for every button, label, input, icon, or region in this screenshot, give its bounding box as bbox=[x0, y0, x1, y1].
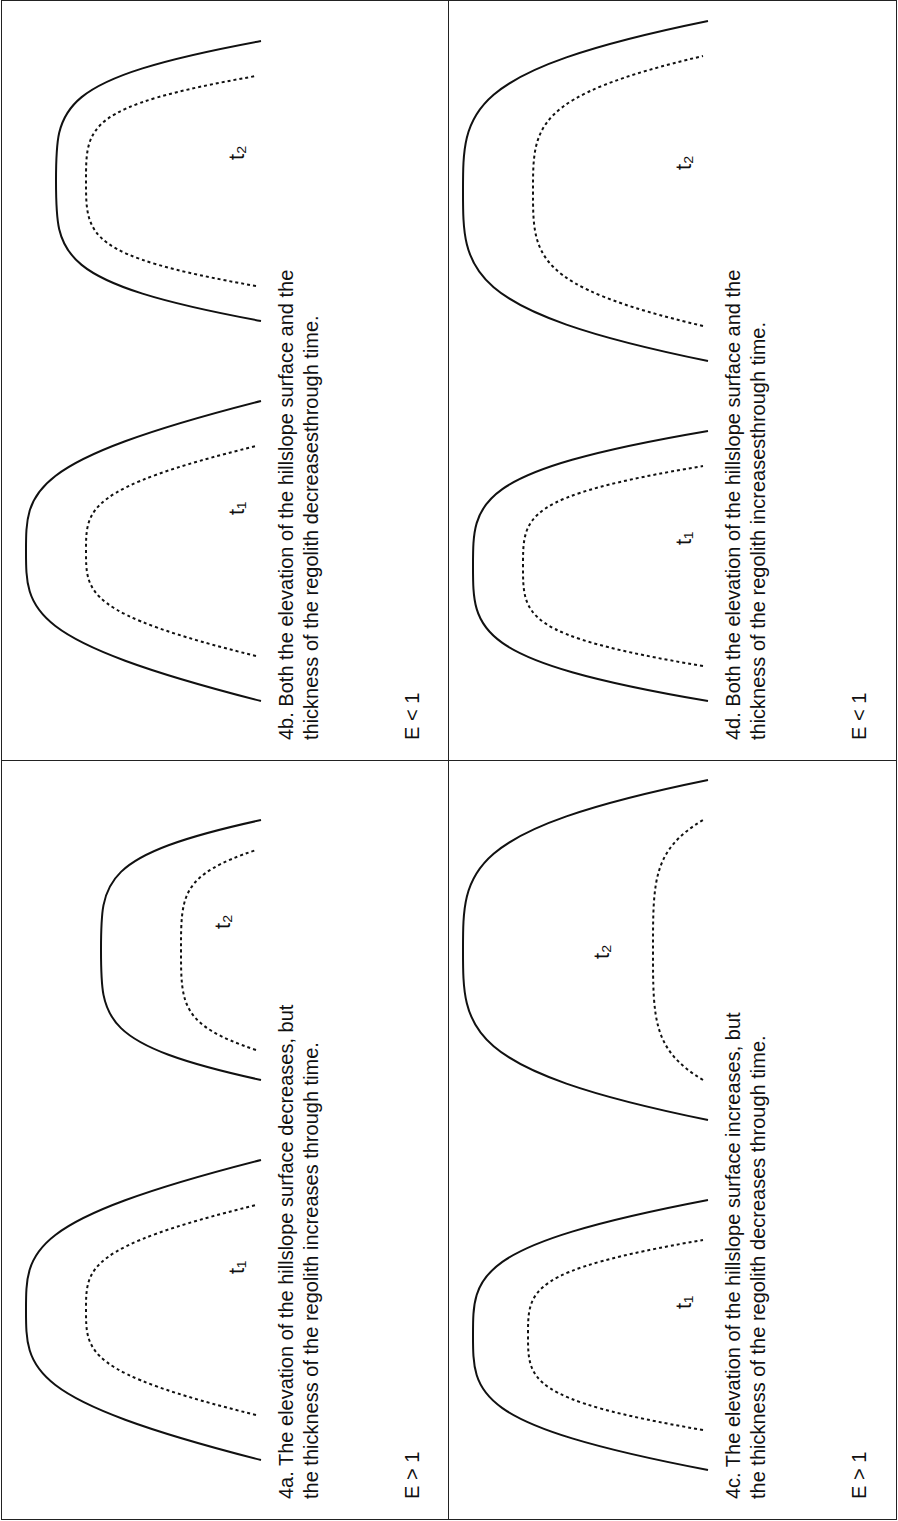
time-label: t₂ bbox=[589, 944, 614, 959]
hillslope-surface bbox=[101, 820, 261, 1080]
time-label: t₁ bbox=[224, 501, 249, 515]
regolith-base bbox=[181, 850, 256, 1050]
diagram-panel: t₁ t₂ 4b. Both the elevation of the hillsl… bbox=[1, 0, 449, 761]
ratio-label: E < 1 bbox=[847, 693, 872, 740]
regolith-base bbox=[528, 1240, 703, 1430]
panel-caption: 4c. The elevation of the hillslope surfa… bbox=[721, 989, 771, 1499]
time-label: t₁ bbox=[671, 1295, 696, 1309]
panel-caption: 4b. Both the elevation of the hillslope … bbox=[274, 230, 324, 740]
time-label: t₂ bbox=[210, 914, 235, 929]
hillslope-surface bbox=[473, 1200, 708, 1470]
ratio-label: E < 1 bbox=[400, 693, 425, 740]
hillslope-surface bbox=[26, 1160, 261, 1460]
time-label: t₂ bbox=[224, 145, 249, 160]
regolith-base bbox=[86, 446, 256, 656]
diagram-panel: t₁ t₂ 4c. The elevation of the hillslope s… bbox=[448, 760, 897, 1520]
hillslope-surface bbox=[473, 431, 708, 701]
hillslope-surface bbox=[56, 41, 261, 321]
hillslope-surface bbox=[26, 401, 261, 701]
diagram-panel: t₁ t₂ 4d. Both the elevation of the hillsl… bbox=[448, 0, 897, 761]
time-label: t₁ bbox=[671, 531, 696, 545]
regolith-base bbox=[653, 820, 703, 1080]
ratio-label: E > 1 bbox=[847, 1452, 872, 1499]
time-label: t₁ bbox=[224, 1260, 249, 1274]
regolith-base bbox=[523, 466, 703, 666]
regolith-base bbox=[533, 56, 703, 326]
regolith-base bbox=[86, 1205, 256, 1415]
ratio-label: E > 1 bbox=[400, 1452, 425, 1499]
diagram-panel: t₁ t₂ 4a. The elevation of the hillslope s… bbox=[1, 760, 449, 1520]
hillslope-surface bbox=[463, 21, 708, 361]
regolith-base bbox=[86, 76, 256, 286]
panel-caption: 4a. The elevation of the hillslope surfa… bbox=[274, 989, 324, 1499]
time-label: t₂ bbox=[671, 155, 696, 170]
panel-caption: 4d. Both the elevation of the hillslope … bbox=[721, 230, 771, 740]
hillslope-surface bbox=[463, 780, 708, 1120]
